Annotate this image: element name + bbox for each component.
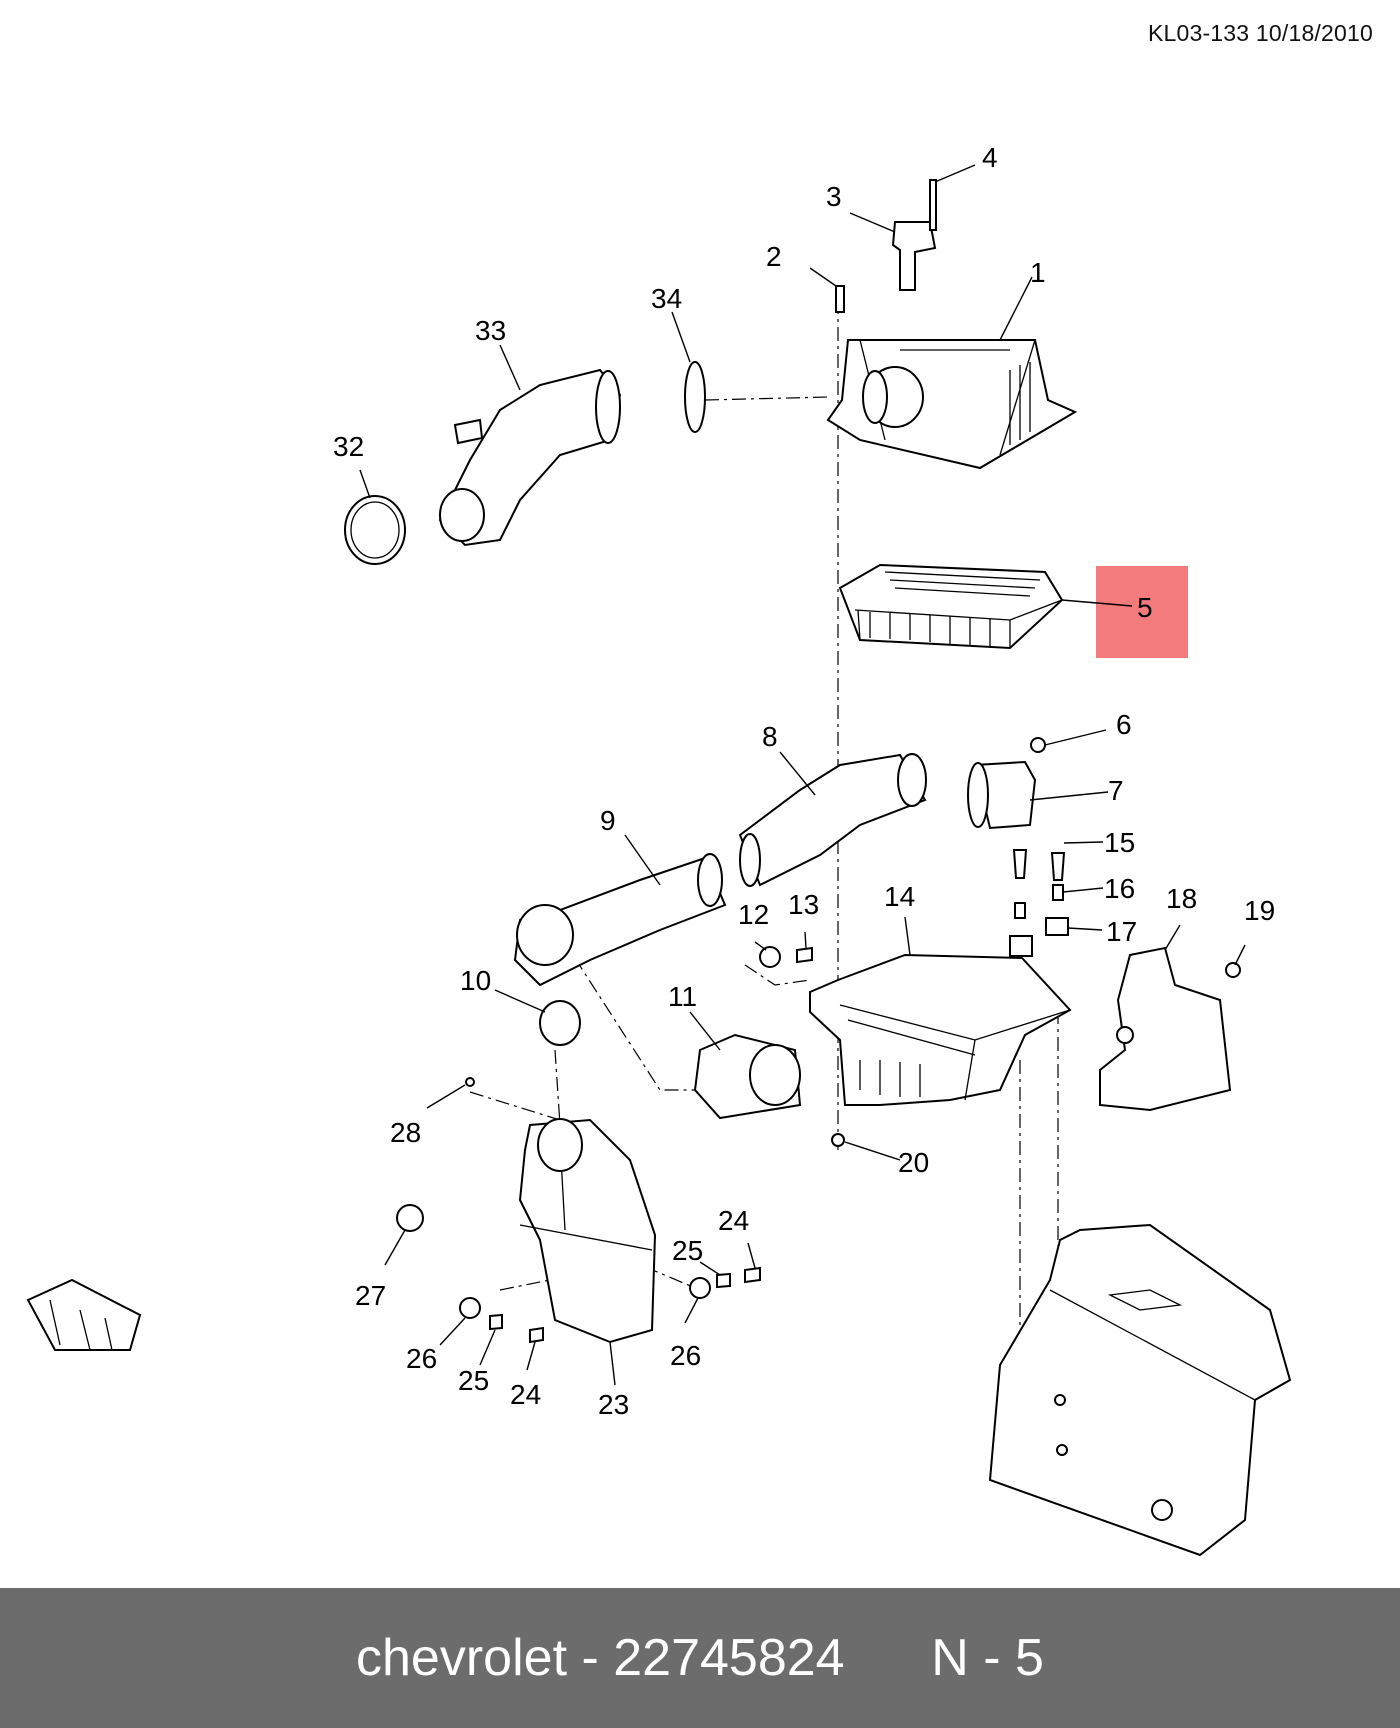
callout-24-upper: 24 [718,1205,749,1236]
part-14-lower-housing [809,953,1072,1106]
part-24-bolt [529,1266,761,1344]
callout-26-right: 26 [670,1340,701,1371]
part-32-clamp [344,495,406,565]
callout-19: 19 [1244,895,1275,926]
part-6-bolt [1030,737,1046,753]
footer-bar: chevrolet - 22745824 N - 5 [0,1588,1400,1728]
part-3-sensor [891,221,937,291]
part-15-bolt [1012,849,1066,881]
callout-20: 20 [898,1147,929,1178]
part-12-grommet [759,946,781,968]
callout-8: 8 [762,721,778,752]
callout-12: 12 [738,899,769,930]
body-panel-reference [988,1223,1292,1557]
highlight-box-5 [1096,566,1188,658]
part-33-intake-duct [438,368,622,547]
callout-25-lower: 25 [458,1365,489,1396]
part-1-upper-housing [826,339,1078,470]
part-2-bolt [835,285,845,313]
callout-33: 33 [475,315,506,346]
part-9-hose [513,853,727,987]
callout-17: 17 [1106,916,1137,947]
callout-24-lower: 24 [510,1379,541,1410]
part-5-air-filter [838,563,1064,650]
part-27-grommet [396,1204,424,1232]
callout-18: 18 [1166,883,1197,914]
drawing-code: KL03-133 10/18/2010 [1147,20,1373,46]
exploded-parts-diagram: 1 2 3 4 5 6 7 8 9 10 11 12 13 14 15 16 1… [26,142,1292,1557]
front-direction-arrow-icon [26,1278,142,1351]
callout-4: 4 [982,142,998,173]
part-25-spacer [489,1272,731,1331]
part-17-grommet [1009,917,1069,957]
part-16-spacer [1014,884,1064,919]
footer-brand: chevrolet [356,1629,568,1687]
callout-3: 3 [826,181,842,212]
part-26-grommet [459,1277,711,1319]
footer-spacer [845,1628,932,1688]
leader-lines [359,164,1246,1386]
footer-part-number: 22745824 [613,1629,845,1687]
callout-10: 10 [460,965,491,996]
callout-28: 28 [390,1117,421,1148]
callout-13: 13 [788,889,819,920]
callout-14: 14 [884,881,915,912]
callout-26-left: 26 [406,1343,437,1374]
part-11-boot [693,1033,802,1120]
part-18-bracket [1099,946,1232,1112]
part-19-nut [1225,962,1241,978]
part-23-resonator [518,1118,657,1344]
callout-9: 9 [600,805,616,836]
part-28-clip [465,1077,475,1087]
callout-2: 2 [766,241,782,272]
footer-ref-label: N - 5 [931,1629,1044,1687]
part-13-screw [796,946,813,964]
callout-labels: 1 2 3 4 5 6 7 8 9 10 11 12 13 14 15 16 1… [333,142,1275,1420]
callout-5: 5 [1137,592,1153,623]
callout-16: 16 [1104,873,1135,904]
part-20-bolt [831,1133,845,1147]
callout-6: 6 [1116,709,1132,740]
callout-23: 23 [598,1389,629,1420]
callout-15: 15 [1104,827,1135,858]
callout-27: 27 [355,1280,386,1311]
part-34-seal [684,361,706,433]
callout-32: 32 [333,431,364,462]
part-10-seal [539,1000,581,1046]
callout-11: 11 [668,981,697,1012]
callout-25-upper: 25 [672,1235,703,1266]
callout-1: 1 [1030,257,1046,288]
part-7-fitting [967,760,1037,830]
footer-separator: - [567,1629,614,1687]
part-8-outlet-duct [738,753,927,887]
callout-34: 34 [651,283,682,314]
part-4-screw [929,179,937,231]
callout-7: 7 [1108,775,1124,806]
